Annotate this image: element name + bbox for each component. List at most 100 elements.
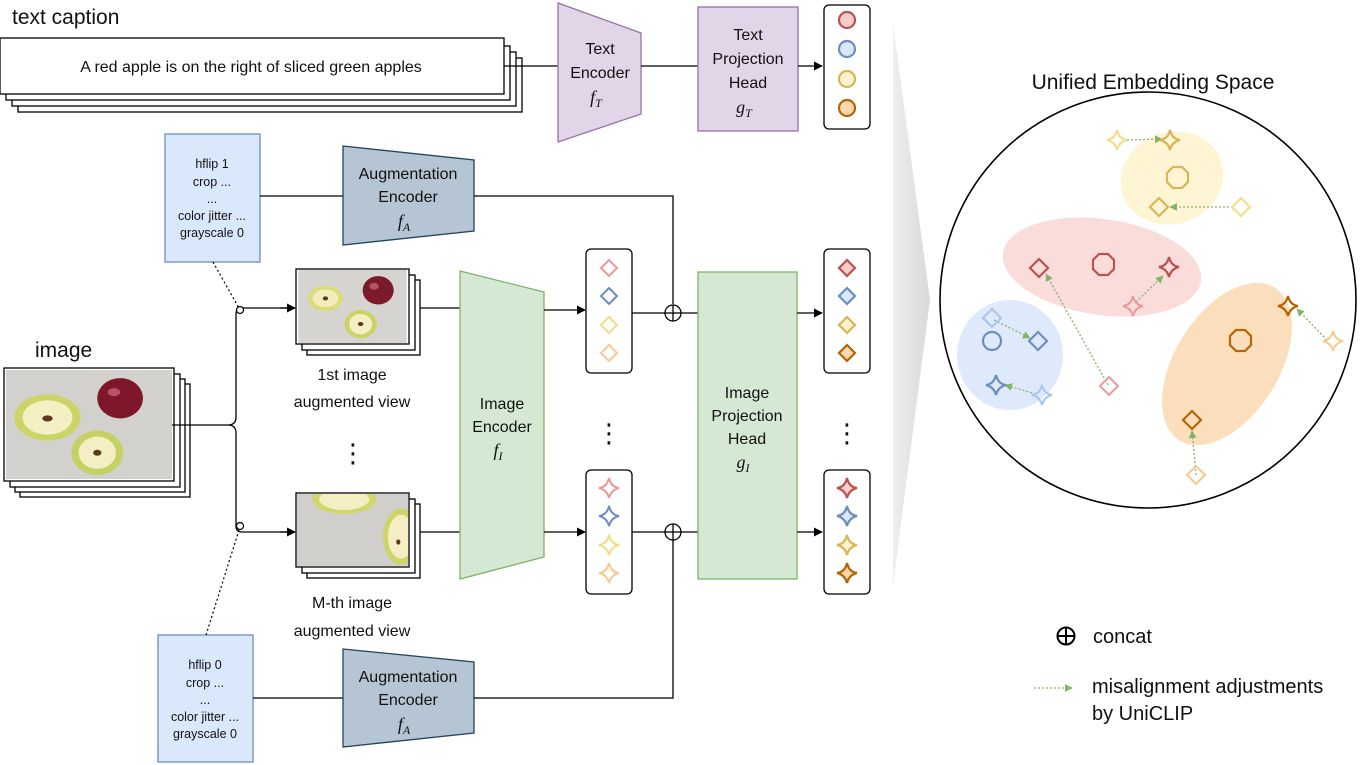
image-encoder-line1: Image [480,396,525,413]
cluster-blue [957,300,1063,410]
cluster-red [1002,217,1202,317]
augmented-view-m: M-th image augmented view [294,492,421,640]
text-encoder-line2: Encoder [570,65,630,82]
augmentation-encoder-1: Augmentation Encoder fA [342,145,475,246]
augmentation-params-1: hflip 1 crop ... ... color jitter ... gr… [164,133,261,263]
text-projection-line2: Projection [712,51,783,68]
emb-ellipsis-left: ⋮ [596,418,622,448]
input-apple-photo [6,370,172,479]
aug-encoder-1-sub: A [402,220,411,234]
text-embedding-stack [823,4,871,130]
projected-embedding-stack-m [823,469,871,595]
view-m-line2: augmented view [294,623,411,640]
text-emb-red [837,10,857,30]
legend: concat misalignment adjustments by UniCL… [1034,626,1323,725]
projm-emb-blue [836,505,858,527]
aug1-param-2: ... [207,192,217,206]
text-emb-orange [837,98,857,118]
svg-text:gI: gI [737,452,751,475]
svg-text:fA: fA [398,211,411,234]
augm-param-4: grayscale 0 [173,727,237,741]
text-projection-line3: Head [729,75,767,92]
pt-red-star [1158,256,1180,278]
text-encoder: Text Encoder fT [557,2,642,143]
pt-red-diamond [1028,257,1050,279]
image-embedding-stack-1 [585,248,633,374]
imgm-emb-red [598,477,620,499]
concat-op-1 [664,304,682,322]
image-projection-sub: I [745,461,751,475]
proj1-emb-red [837,258,857,278]
aug-encoder-m-line1: Augmentation [359,669,458,686]
text-projection-symbol: g [736,97,745,117]
aug-encoder-m-symbol: f [398,714,406,734]
image-encoder-symbol: f [493,440,501,460]
aug-params-m-dotted-link [205,529,240,636]
aug-encoder-m-to-concat-edge [474,540,674,699]
aug-encoder-m-line2: Encoder [378,692,438,709]
embedding-space: Unified Embedding Space [939,71,1357,509]
projm-emb-red [836,477,858,499]
input-image-label: image [35,339,92,362]
augmentation-encoder-m: Augmentation Encoder fA [342,648,475,748]
aug-encoder-1-line1: Augmentation [359,166,458,183]
text-encoder-symbol: f [590,87,598,107]
proj1-emb-orange [837,343,857,363]
augm-param-1: crop ... [186,676,224,690]
caption-sentence: A red apple is on the right of sliced gr… [80,59,422,76]
text-encoder-line1: Text [585,41,615,58]
pt-red-text-octagon [1091,252,1116,277]
view1-apple-photo [298,270,407,343]
aug-encoder-1-line2: Encoder [378,189,438,206]
aug1-param-0: hflip 1 [195,157,228,171]
aug-encoder-1-symbol: f [398,211,406,231]
text-caption-label: text caption [12,6,119,29]
imgm-emb-yellow [598,534,620,556]
text-encoder-sub: T [595,96,603,110]
augmented-view-1: 1st image augmented view [294,268,421,411]
aug1-param-1: crop ... [193,175,231,189]
pt-orange-diamond [1181,409,1203,431]
pt-yellow-diamond [1148,196,1170,218]
augm-param-2: ... [200,693,210,707]
image-projection-symbol: g [737,452,746,472]
pt-orange-text-octagon [1228,328,1253,353]
aug1-param-3: color jitter ... [178,209,246,223]
pt-blue-text-circle [981,330,1003,352]
split-junction-bottom [235,521,245,531]
pt-blue-star [985,374,1007,396]
svg-text:fA: fA [398,714,411,737]
image-encoder-line2: Encoder [472,419,532,436]
proj1-emb-yellow [837,315,857,335]
image-encoder-sub: I [498,449,504,463]
concat-op-m [664,523,682,541]
pt-blue-star-faint [1031,384,1053,406]
view-1-line2: augmented view [294,394,411,411]
view-1-line1: 1st image [317,367,386,384]
text-emb-blue [837,39,857,59]
image-encoder: Image Encoder fI [459,270,545,580]
image-projection-line3: Head [728,431,766,448]
aug-encoder-m-sub: A [402,723,411,737]
text-emb-yellow [837,69,857,89]
flow-chevron [893,24,930,585]
view-m-line1: M-th image [312,595,392,612]
svg-text:fI: fI [493,440,503,463]
pt-red-star-faint [1122,295,1144,317]
text-projection-sub: T [745,106,753,120]
legend-misalign-line1: misalignment adjustments [1092,676,1323,698]
img1-emb-red [599,258,619,278]
input-image-group: image [3,339,191,498]
image-projection-line1: Image [725,385,770,402]
augm-param-0: hflip 0 [188,658,221,672]
text-projection-line1: Text [733,27,763,44]
augmentation-params-m: hflip 0 crop ... ... color jitter ... gr… [157,634,254,763]
svg-text:gT: gT [736,97,753,120]
pt-yellow-star-faint [1106,129,1128,151]
image-embedding-stack-m [585,469,633,595]
text-projection-head: Text Projection Head gT [697,6,799,132]
pt-yellow-star [1159,129,1181,151]
aug-encoder-1-to-concat-edge [474,195,674,304]
img1-emb-yellow [599,315,619,335]
